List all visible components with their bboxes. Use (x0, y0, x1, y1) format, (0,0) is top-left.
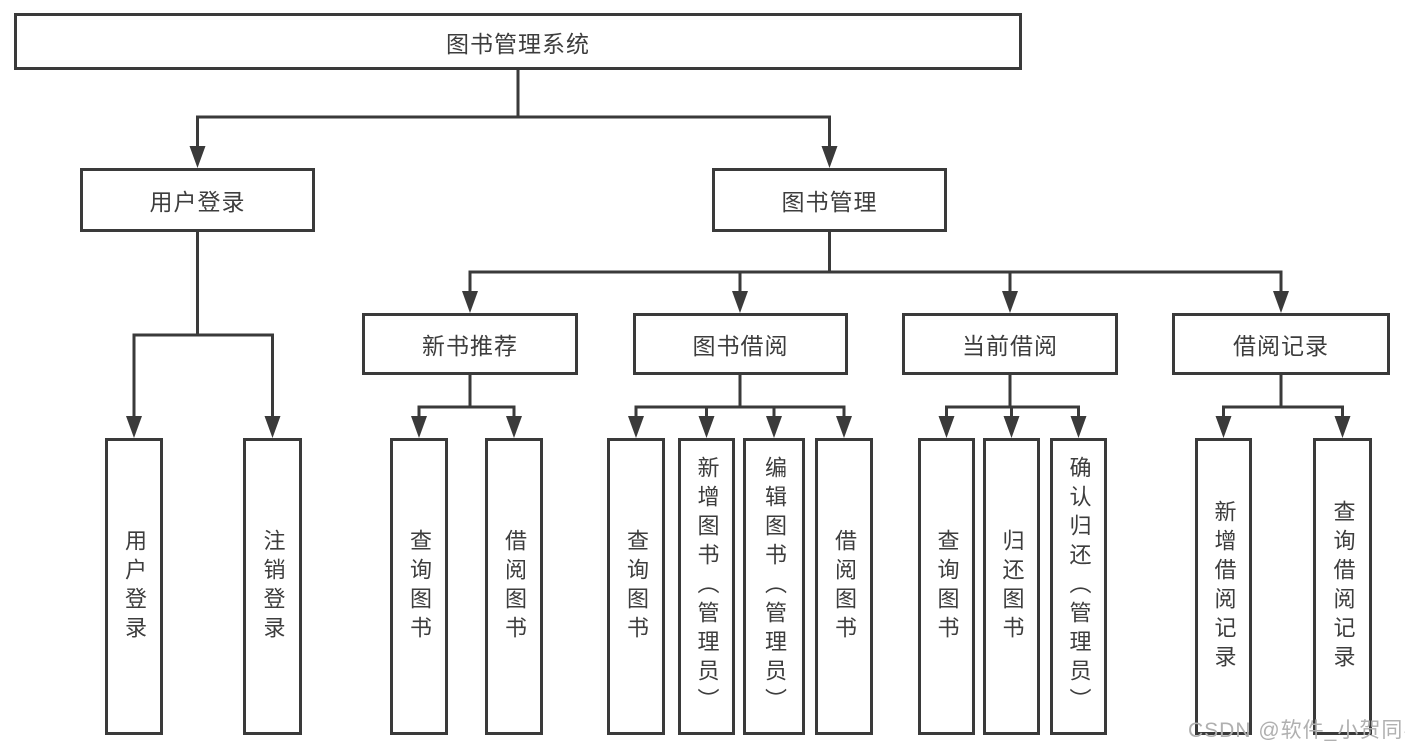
node-label: 图书借阅 (692, 333, 789, 359)
leaf-label: 新增借阅记录 (1211, 499, 1237, 674)
leaf-add-books-admin: 新增图书（管理员） (678, 438, 735, 735)
node-borrow-records: 借阅记录 (1172, 313, 1390, 375)
node-book-management: 图书管理 (712, 168, 947, 232)
leaf-query-borrow-record: 查询借阅记录 (1313, 438, 1372, 735)
leaf-query-books-borrow: 查询图书 (607, 438, 665, 735)
leaf-label: 查询图书 (407, 528, 432, 645)
leaf-label: 借阅图书 (832, 528, 857, 645)
leaf-return-books: 归还图书 (983, 438, 1040, 735)
node-label: 新书推荐 (422, 333, 518, 359)
node-new-book-recommend: 新书推荐 (362, 313, 578, 375)
arrowhead-icons (126, 146, 1351, 438)
node-current-borrow: 当前借阅 (902, 313, 1118, 375)
node-user-login: 用户登录 (80, 168, 315, 232)
leaf-query-books-recommend: 查询图书 (390, 438, 448, 735)
node-book-borrow: 图书借阅 (633, 313, 848, 375)
leaf-label: 借阅图书 (502, 528, 527, 645)
leaf-confirm-return-admin: 确认归还（管理员） (1050, 438, 1107, 735)
leaf-label: 编辑图书（管理员） (762, 456, 787, 717)
node-label: 图书管理系统 (446, 30, 590, 57)
leaf-borrow-books: 借阅图书 (815, 438, 873, 735)
leaf-add-borrow-record: 新增借阅记录 (1195, 438, 1252, 735)
leaf-label: 查询图书 (934, 528, 960, 645)
leaf-label: 注销登录 (260, 528, 286, 645)
leaf-borrow-books-recommend: 借阅图书 (485, 438, 543, 735)
leaf-label: 查询图书 (624, 528, 649, 645)
leaf-user-login: 用户登录 (105, 438, 163, 735)
node-label: 借阅记录 (1233, 333, 1329, 359)
node-label: 当前借阅 (962, 333, 1058, 359)
leaf-edit-books-admin: 编辑图书（管理员） (743, 438, 805, 735)
leaf-label: 确认归还（管理员） (1066, 456, 1092, 717)
node-label: 用户登录 (149, 189, 246, 215)
csdn-watermark: CSDN @软件_小贺同学 (1188, 719, 1405, 742)
leaf-label: 归还图书 (999, 528, 1025, 645)
node-system-root: 图书管理系统 (14, 13, 1022, 70)
leaf-label: 用户登录 (122, 528, 147, 645)
leaf-label: 查询借阅记录 (1330, 499, 1356, 674)
leaf-logout-login: 注销登录 (243, 438, 302, 735)
node-label: 图书管理 (781, 189, 878, 215)
leaf-label: 新增图书（管理员） (694, 456, 720, 717)
leaf-query-books-current: 查询图书 (918, 438, 975, 735)
